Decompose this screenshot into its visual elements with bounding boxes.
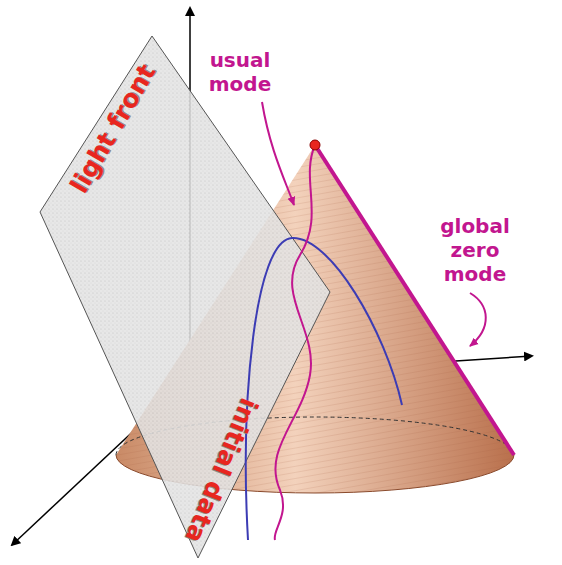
- leader-arrow: [262, 102, 294, 205]
- leader-arrow: [470, 293, 486, 346]
- apex-dot: [310, 140, 320, 150]
- zero-mode-line: [315, 145, 514, 455]
- mode-label: global zero mode: [425, 214, 525, 286]
- light-front-plane: [40, 36, 330, 558]
- usual-mode-curve: [275, 145, 315, 540]
- intersection-curve: [246, 238, 402, 540]
- mode-label: usual mode: [195, 48, 285, 96]
